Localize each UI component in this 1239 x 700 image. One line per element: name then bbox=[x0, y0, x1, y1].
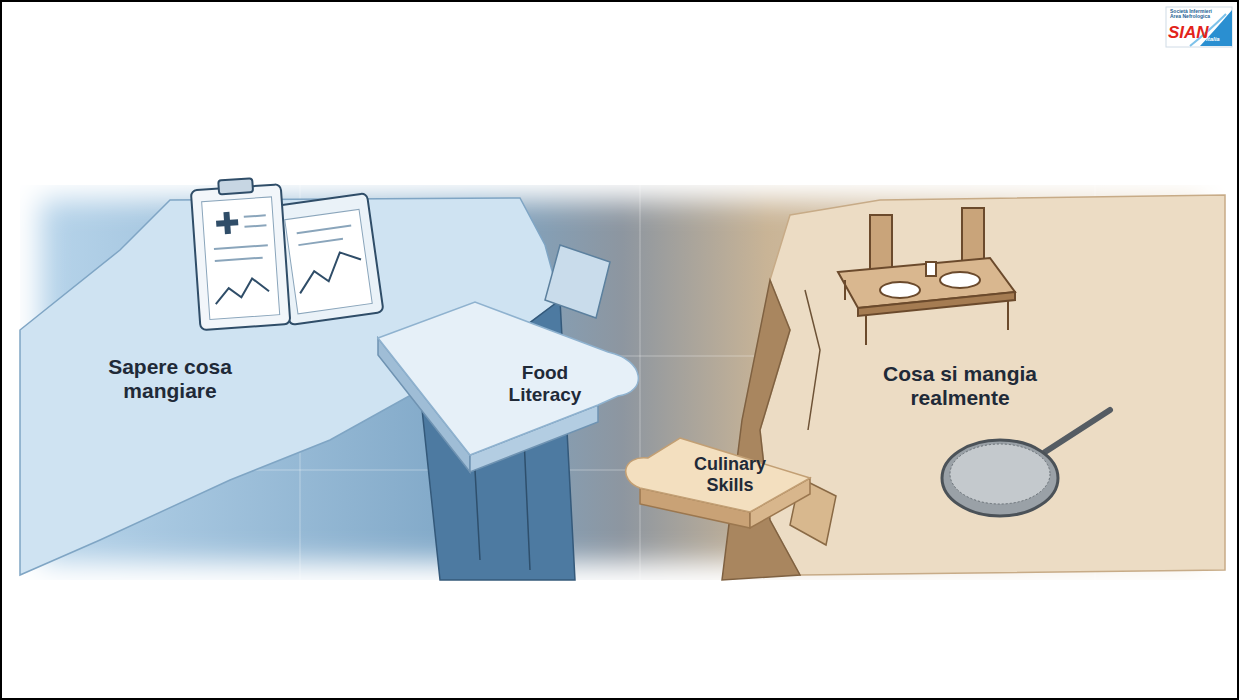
node-label: Cosa si mangia realmente bbox=[865, 362, 1055, 410]
node-label: Food Literacy bbox=[490, 362, 600, 406]
outline-shape bbox=[722, 280, 800, 580]
logo-text: Italia bbox=[1206, 36, 1230, 42]
outline-shape bbox=[805, 290, 820, 430]
puzzle-piece: Food Literacy bbox=[370, 295, 655, 480]
cliff-area: Cosa si mangia realmente bbox=[720, 190, 1225, 580]
outline-shape bbox=[760, 195, 1225, 575]
logo-text: Società Infermieri Area Nefrologica bbox=[1170, 9, 1214, 20]
puzzle-piece: Culinary Skills bbox=[615, 425, 840, 545]
gradient-band bbox=[20, 185, 1225, 580]
node-label: Culinary Skills bbox=[680, 454, 780, 495]
outline-shape bbox=[378, 302, 638, 455]
node-label: Sapere cosa mangiare bbox=[95, 355, 245, 403]
logo-badge bbox=[1166, 7, 1232, 47]
